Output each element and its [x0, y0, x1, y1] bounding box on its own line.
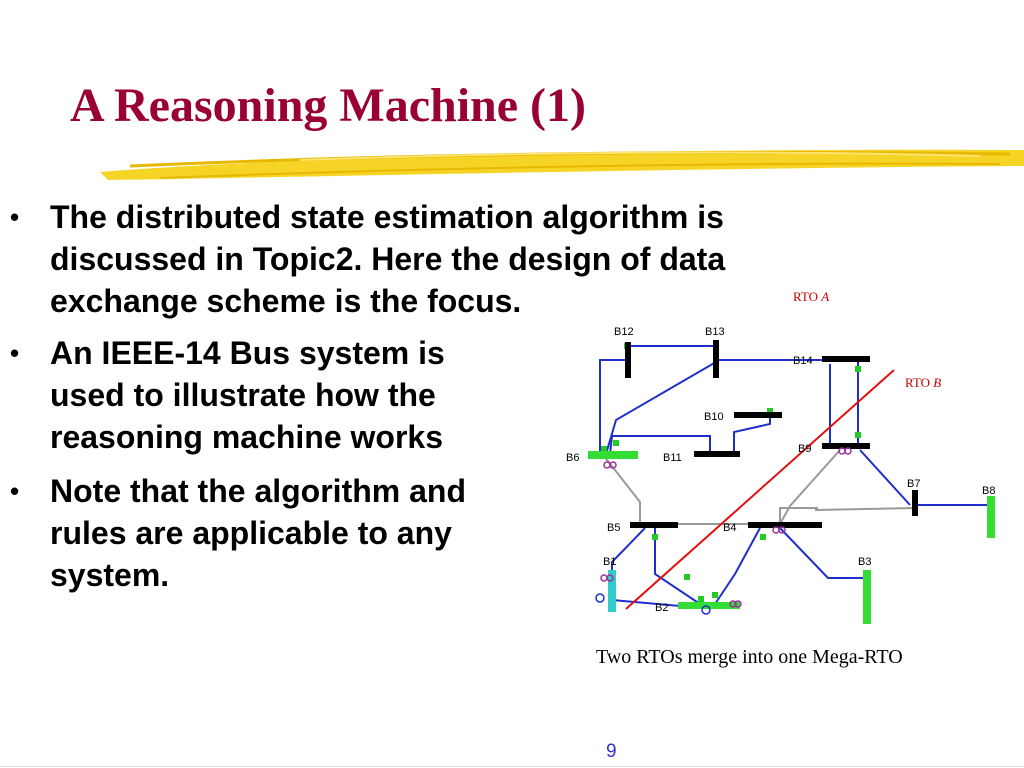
- bus-b12: [625, 342, 631, 378]
- bus-label: B13: [705, 326, 725, 338]
- slide-title: A Reasoning Machine (1): [70, 79, 586, 132]
- transmission-lines: [599, 345, 990, 607]
- bullet-item: • An IEEE-14 Bus system is used to illus…: [10, 332, 445, 458]
- bus-b10: [734, 412, 782, 418]
- bus-b8: [987, 496, 995, 538]
- bus-label: B1: [603, 556, 616, 568]
- bus-label: B5: [607, 522, 620, 534]
- bus-label: B7: [907, 478, 920, 490]
- bullet-dot: •: [10, 476, 20, 506]
- bus-b13: [713, 340, 719, 378]
- bullet-dot: •: [10, 202, 20, 232]
- diagram-caption: Two RTOs merge into one Mega-RTO: [596, 646, 903, 668]
- bus-label: B9: [798, 443, 811, 455]
- bullet-text: The distributed state estimation algorit…: [50, 199, 726, 319]
- bus-labels: B12 B13 B14 B10 B9 B6 B11 B7 B8 B5 B4 B1…: [566, 326, 995, 614]
- bus-label: B12: [614, 326, 634, 338]
- transformer-lines: [603, 449, 916, 526]
- bus-b6: [588, 451, 638, 459]
- bus-label: B8: [982, 485, 995, 497]
- bullet-dot: •: [10, 338, 20, 368]
- bus-label: B4: [723, 522, 736, 534]
- bullet-item: • The distributed state estimation algor…: [10, 196, 725, 322]
- bus-b9: [822, 443, 870, 449]
- bus-label: B3: [858, 556, 871, 568]
- bus-label: B11: [663, 452, 682, 464]
- bullet-text: Note that the algorithm and rules are ap…: [50, 473, 466, 593]
- bus-label: B6: [566, 452, 579, 464]
- bus-label: B2: [655, 602, 668, 614]
- bus-b14: [822, 356, 870, 362]
- rto-a-label: RTO A: [793, 289, 829, 304]
- page-number: 9: [606, 741, 617, 762]
- ieee-14-bus-diagram: B12 B13 B14 B10 B9 B6 B11 B7 B8 B5 B4 B1…: [566, 289, 995, 624]
- rto-b-label: RTO B: [905, 375, 941, 390]
- bullet-text: An IEEE-14 Bus system is used to illustr…: [50, 335, 445, 455]
- device-symbols: [595, 447, 852, 615]
- footer-divider: [0, 766, 1024, 767]
- bullet-item: • Note that the algorithm and rules are …: [10, 470, 466, 596]
- bus-b3: [863, 570, 871, 624]
- bus-b2: [678, 602, 740, 609]
- bus-bars: [588, 340, 995, 624]
- highlighter-underline: [100, 149, 1024, 180]
- bus-b5: [630, 522, 678, 528]
- bus-label: B14: [793, 355, 813, 367]
- bus-b1: [608, 570, 616, 612]
- bus-b7: [912, 490, 918, 516]
- rto-boundary-line: [625, 369, 895, 610]
- bus-label: B10: [704, 411, 724, 423]
- bus-b4: [748, 522, 822, 528]
- bus-b11: [694, 451, 740, 457]
